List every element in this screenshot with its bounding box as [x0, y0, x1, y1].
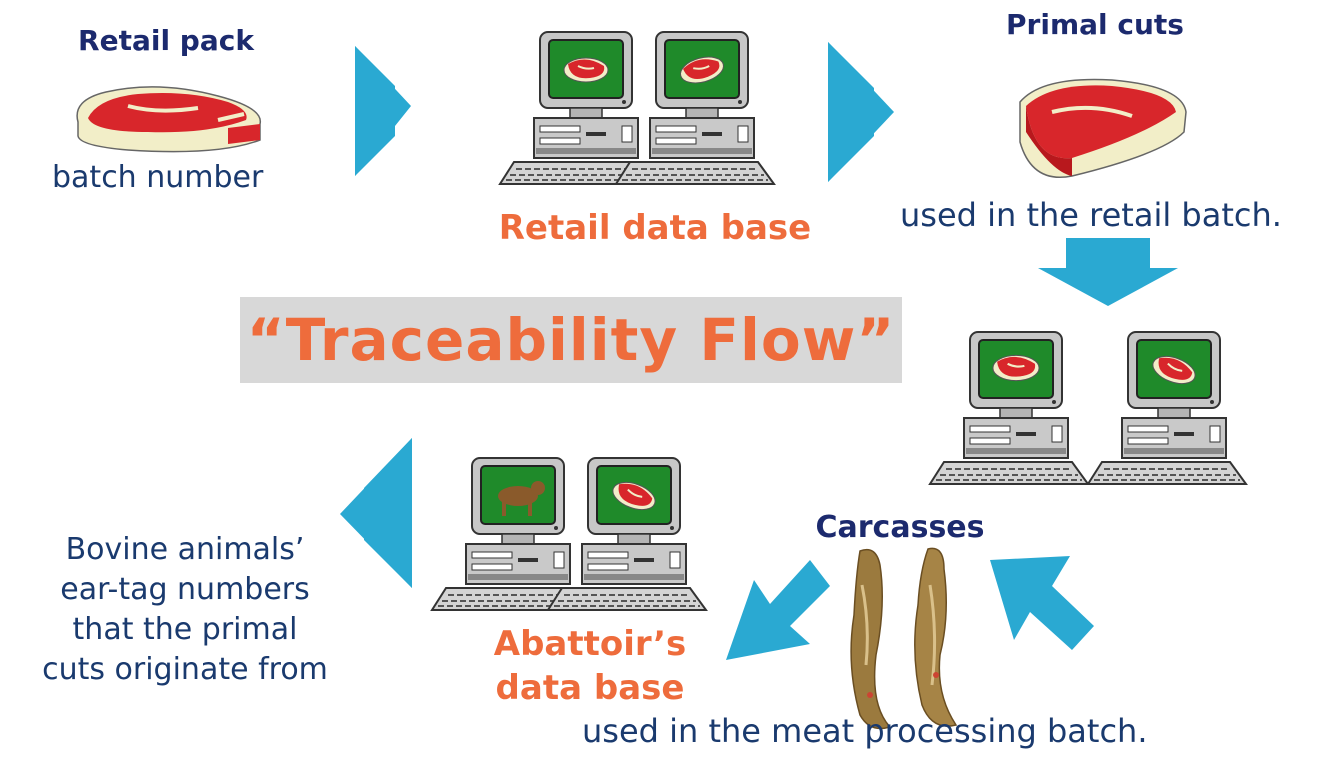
carcasses-label: Carcasses [815, 510, 985, 545]
primal-cuts-label: Primal cuts [1006, 8, 1184, 41]
bovine-line2: ear-tag numbers [60, 572, 310, 607]
arrow-icon [340, 438, 412, 588]
bovine-line4: cuts originate from [42, 652, 328, 687]
arrow-icon [828, 42, 894, 182]
carcass-icon [850, 547, 958, 730]
arrow-icon [990, 556, 1094, 650]
used-in-retail-label: used in the retail batch. [900, 196, 1282, 234]
used-in-processing-label: used in the meat processing batch. [582, 712, 1148, 750]
retail-pack-label: Retail pack [78, 24, 254, 57]
computer-icon [431, 457, 591, 611]
abattoir-db-line1: Abattoir’s [493, 624, 687, 664]
bovine-line3: that the primal [72, 612, 298, 647]
bovine-line1: Bovine animals’ [65, 532, 305, 567]
batch-number-label: batch number [52, 160, 264, 195]
traceability-flow-title: “Traceability Flow” [240, 297, 902, 383]
arrow-icon [726, 560, 830, 660]
computer-icon [615, 31, 775, 185]
computer-icon [547, 457, 707, 611]
arrow-icon [1038, 238, 1178, 306]
cow-icon [498, 481, 545, 516]
abattoir-db-line2: data base [495, 668, 685, 708]
retail-database-label: Retail data base [498, 208, 812, 248]
computer-icon [1087, 331, 1247, 485]
primal-steak-icon [1019, 78, 1187, 178]
arrow-icon [355, 46, 411, 176]
retail-steak-icon [76, 86, 261, 153]
